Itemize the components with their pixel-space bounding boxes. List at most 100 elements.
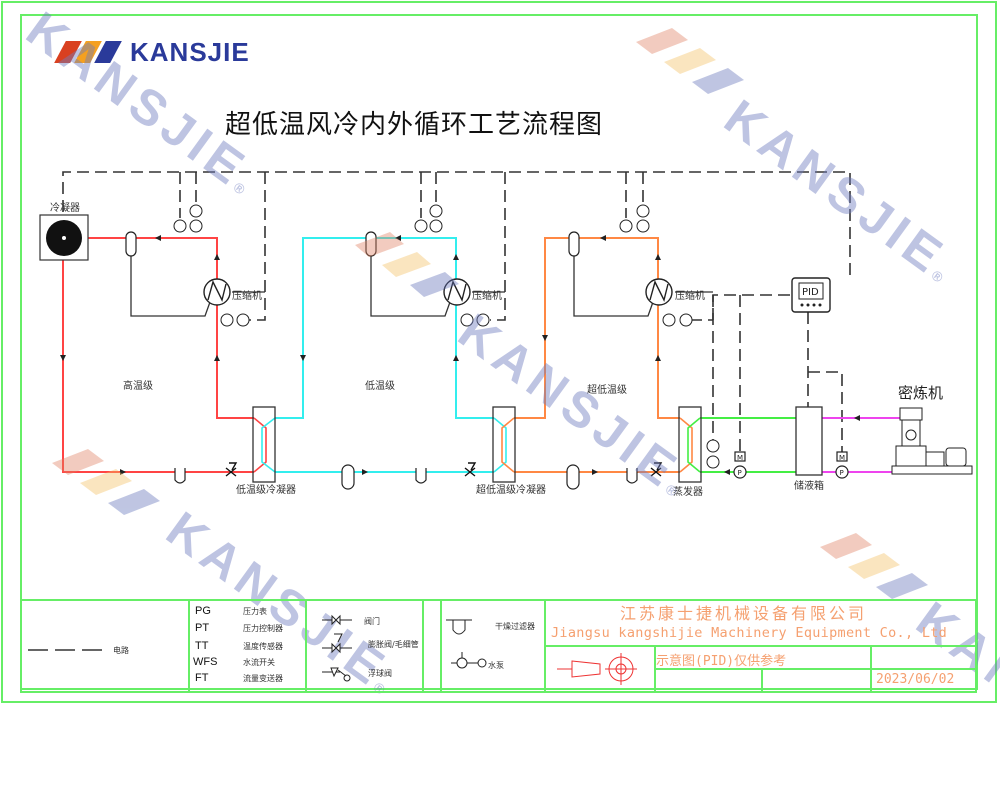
compressor-1 [203, 278, 231, 306]
control-drop-2c [490, 172, 506, 321]
arrow-icon [542, 335, 548, 341]
expansion-valves [225, 462, 663, 477]
arrow-icon [655, 355, 661, 361]
mixer-machine [891, 407, 973, 475]
ultra-low-coil-a [501, 417, 515, 473]
control-to-pump-2 [808, 371, 843, 452]
drawing-date: 2023/06/02 [876, 672, 955, 687]
pump-label: P [840, 469, 844, 477]
gauge-icon [636, 204, 650, 218]
compressor-symbol-icon [447, 280, 467, 303]
low-temp-loop [261, 237, 507, 473]
receivers [125, 231, 580, 490]
arrow-icon [724, 469, 730, 475]
gauge-icon [476, 313, 490, 327]
arrow-icon [214, 254, 220, 260]
arrow-icon [453, 355, 459, 361]
control-bus-top [62, 171, 851, 278]
legend-symbol-float-valve: 浮球阀 [368, 669, 392, 678]
suction-line-2 [370, 246, 451, 317]
legend-symbol-water-pump: 水泵 [488, 661, 504, 670]
expansion-valve-icon [650, 462, 663, 477]
air-condenser [39, 214, 89, 261]
stage-label-high: 高温级 [123, 381, 153, 392]
legend-desc: 温度传感器 [243, 642, 283, 651]
motor-label: M [839, 454, 845, 462]
compressor-symbol-icon [649, 280, 669, 303]
projection-symbol-icon [557, 653, 637, 685]
high-temp-coil [253, 417, 267, 473]
stage-label-low: 低温级 [365, 381, 395, 392]
symbol-legend-icons [322, 614, 487, 682]
reference-note: 示意图(PID)仅供参考 [656, 654, 787, 669]
arrow-icon [592, 469, 598, 475]
pid-button-icon [812, 303, 816, 307]
motor-icon [836, 451, 848, 462]
legend-box [20, 599, 442, 693]
stage-label-ultra-low: 超低温级 [587, 385, 627, 396]
projection-crosshair-icon [605, 653, 637, 685]
title-block-grid [20, 599, 977, 693]
legend-code: PG [195, 605, 211, 617]
machine-loop [822, 417, 900, 473]
arrow-icon [60, 355, 66, 361]
low-temp-coil-b [493, 417, 507, 473]
filter-icon [626, 468, 638, 484]
company-logo: KANSJIE [54, 36, 250, 67]
arrow-icon [362, 469, 368, 475]
gauge-icon [706, 455, 720, 469]
condenser-label: 冷凝器 [50, 203, 80, 214]
outer-frame [1, 1, 997, 703]
compressors [203, 278, 673, 306]
suction-line-1 [130, 246, 211, 317]
low-temp-coil-a [261, 417, 276, 473]
receiver-3 [568, 231, 580, 257]
gauge-icon [662, 313, 676, 327]
separator-1 [341, 464, 355, 490]
gauge-icon [706, 439, 720, 453]
mixer-port-icon [905, 429, 917, 441]
gauge-icon [429, 204, 443, 218]
tank-label: 储液箱 [794, 481, 824, 492]
gauge-icon [636, 219, 650, 233]
dry-filters [174, 468, 638, 484]
fan-hub-icon [62, 236, 66, 240]
heat-exchangers [252, 406, 823, 483]
gauge-icon [173, 219, 187, 233]
low-temp-line-top [275, 237, 494, 419]
float-arm-icon [337, 669, 347, 677]
expansion-valve-legend-icon [331, 633, 343, 654]
legend-electric-label: 电路 [113, 646, 129, 655]
suction-lines [130, 246, 713, 317]
legend-desc: 水流开关 [243, 658, 275, 667]
legend-code: TT [195, 640, 209, 652]
control-drop-1c [247, 172, 266, 321]
motor-icon [734, 451, 746, 462]
compressor-1-label: 压缩机 [232, 291, 262, 302]
logo-text: KANSJIE [130, 36, 250, 67]
company-name-en: Jiangsu kangshijie Machinery Equipment C… [551, 625, 948, 641]
evaporator [678, 406, 702, 483]
gauge-icon [429, 219, 443, 233]
legend-symbol-valve: 阀门 [364, 617, 380, 626]
float-ball-icon [343, 674, 351, 682]
company-name-cn: 江苏康士捷机械设备有限公司 [620, 604, 868, 623]
exchanger-label-3: 蒸发器 [673, 487, 703, 498]
legend-desc: 压力控制器 [243, 624, 283, 633]
pumps [733, 451, 849, 479]
pid-display [798, 282, 824, 300]
storage-tank [795, 406, 823, 476]
compressor-2 [443, 278, 471, 306]
ultra-low-coil-b [679, 417, 693, 473]
receiver-1 [125, 231, 137, 257]
filter-icon [174, 468, 186, 484]
machine-label: 密炼机 [898, 384, 944, 402]
separator-2 [566, 464, 580, 490]
arrow-icon [854, 415, 860, 421]
gauge-icon [189, 204, 203, 218]
arrow-icon [120, 469, 126, 475]
legend-code: FT [195, 672, 209, 684]
pid-label: PID [802, 287, 819, 298]
control-wiring [62, 171, 851, 452]
